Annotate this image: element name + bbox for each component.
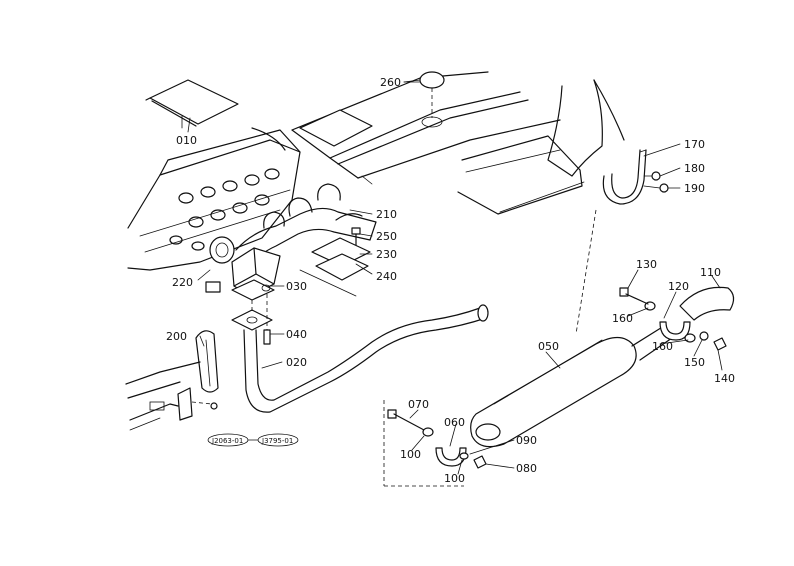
label-020: 020 xyxy=(286,356,307,369)
label-190: 190 xyxy=(684,182,705,195)
left-frame xyxy=(125,361,201,431)
label-010: 010 xyxy=(176,134,197,147)
label-030: 030 xyxy=(286,280,307,293)
label-060: 060 xyxy=(444,416,465,429)
part-020-exhaust-pipe xyxy=(243,304,489,413)
part-100-washer-a xyxy=(422,427,434,437)
label-160a: 160 xyxy=(612,312,633,325)
label-100a: 100 xyxy=(400,448,421,461)
part-110-tail-pipe xyxy=(679,286,735,321)
label-050: 050 xyxy=(538,340,559,353)
label-100b: 100 xyxy=(444,472,465,485)
part-040-flange xyxy=(231,294,273,345)
stamp-left: J2063-01 xyxy=(211,437,243,445)
part-060-clamp xyxy=(435,447,467,467)
label-140: 140 xyxy=(714,372,735,385)
part-030-box xyxy=(231,247,281,301)
hood-panel xyxy=(291,71,561,185)
label-070: 070 xyxy=(408,398,429,411)
label-180: 180 xyxy=(684,162,705,175)
label-160b: 160 xyxy=(652,340,673,353)
part-170-hanger-bracket xyxy=(602,149,669,205)
label-170: 170 xyxy=(684,138,705,151)
part-260-plug-cap xyxy=(403,71,445,128)
label-080: 080 xyxy=(516,462,537,475)
part-070-bolt xyxy=(387,409,425,431)
part-230-240-gasket-plate xyxy=(299,237,371,297)
part-200-heat-shield xyxy=(177,330,219,421)
label-040: 040 xyxy=(286,328,307,341)
part-210-exhaust-manifold xyxy=(235,183,377,267)
label-200: 200 xyxy=(166,330,187,343)
label-130: 130 xyxy=(636,258,657,271)
part-050-muffler xyxy=(470,325,673,448)
label-250: 250 xyxy=(376,230,397,243)
part-220-flange xyxy=(205,236,235,293)
part-130-bolt xyxy=(619,287,649,305)
leader-lines xyxy=(187,79,723,475)
label-240: 240 xyxy=(376,270,397,283)
label-090: 090 xyxy=(516,434,537,447)
part-010-cover-plate xyxy=(145,79,239,129)
part-140-150-nut xyxy=(699,331,727,351)
label-220: 220 xyxy=(172,276,193,289)
label-150: 150 xyxy=(684,356,705,369)
label-120: 120 xyxy=(668,280,689,293)
label-210: 210 xyxy=(376,208,397,221)
stamp-right: J3795-01 xyxy=(261,437,293,445)
label-260: 260 xyxy=(380,76,401,89)
label-230: 230 xyxy=(376,248,397,261)
label-110: 110 xyxy=(700,266,721,279)
part-labels: 010 260 170 180 190 210 250 230 240 220 … xyxy=(166,76,735,485)
reference-stamps: J2063-01 J3795-01 xyxy=(207,433,299,447)
right-frame xyxy=(457,79,625,215)
